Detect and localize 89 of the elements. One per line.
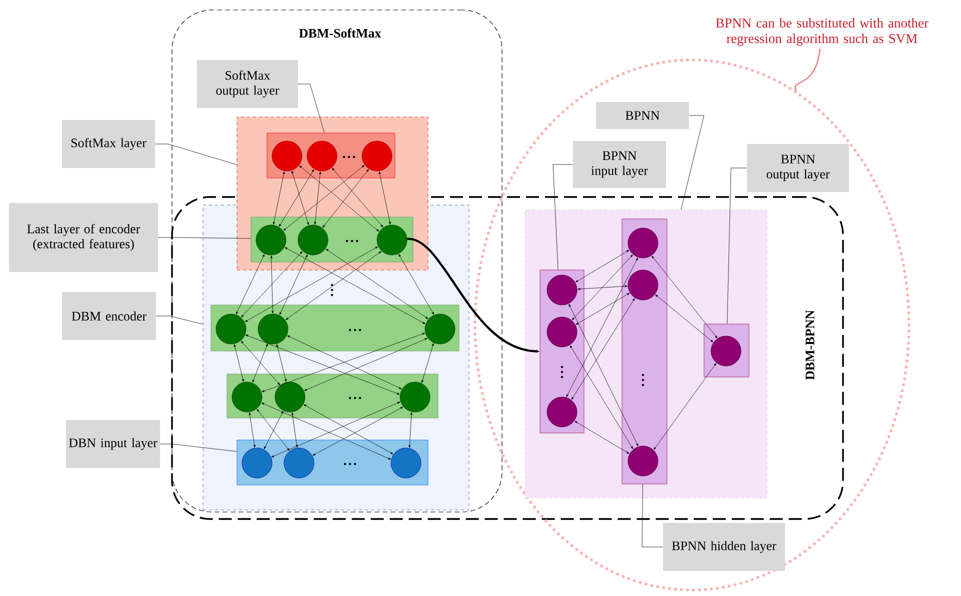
arrow — [244, 246, 378, 322]
arrow — [575, 250, 630, 282]
arrow — [284, 247, 426, 324]
neuron-circle — [258, 314, 288, 344]
arrow — [256, 409, 290, 451]
neuron-circle — [306, 140, 338, 172]
arrow — [408, 412, 412, 448]
arrow — [270, 256, 274, 314]
arrow — [287, 335, 402, 390]
leader-line — [552, 164, 573, 270]
arrow — [576, 292, 630, 325]
arrow — [378, 171, 391, 224]
arrow — [572, 254, 633, 320]
neuron-circle — [390, 448, 422, 478]
neuron-circle — [272, 140, 302, 172]
label-box: DBN input layer — [66, 420, 160, 468]
neuron-circle — [546, 274, 578, 306]
leader-line — [298, 84, 325, 133]
arrow — [421, 343, 434, 383]
arrow — [304, 338, 428, 391]
arrow — [292, 170, 309, 226]
neuron-circle — [424, 314, 456, 344]
label-box: DBM encoder — [62, 292, 156, 340]
label-box: BPNN input layer — [573, 141, 666, 188]
arrow — [286, 251, 382, 320]
leader-line — [642, 484, 663, 548]
arrow — [568, 304, 638, 446]
arrow — [326, 248, 428, 319]
arrow — [566, 258, 638, 398]
leader-line — [155, 144, 237, 165]
neuron-circle — [628, 270, 658, 300]
leader-line — [156, 316, 203, 324]
arrow — [655, 294, 714, 342]
arrow — [574, 421, 630, 454]
arrow — [578, 285, 628, 290]
arrow — [245, 334, 400, 395]
arrow — [276, 344, 287, 382]
neuron-circle — [274, 382, 306, 412]
neuron-circle — [710, 336, 742, 366]
arrow — [241, 251, 302, 318]
label-box: Last layer of encoder (extracted features) — [9, 203, 158, 272]
arrow — [261, 402, 391, 460]
neuron-circle — [284, 448, 314, 478]
leader-line — [160, 444, 237, 452]
neuron-circle — [242, 448, 272, 478]
dotted-ellipse — [474, 58, 910, 592]
arrow — [252, 344, 268, 382]
neuron-circle — [546, 396, 578, 428]
callout-text: BPNN can be substituted with another regression algorithm such as SVM — [716, 18, 928, 46]
neuron-circle — [216, 314, 246, 344]
neuron-circle — [298, 224, 328, 256]
neuron-circle — [362, 140, 392, 172]
arrow — [264, 410, 284, 450]
label-box: BPNN output layer — [747, 144, 849, 192]
arrow — [278, 169, 314, 227]
arrow — [271, 402, 400, 458]
arrow — [291, 412, 298, 448]
neuron-circle — [628, 446, 658, 476]
neuron-circle — [546, 316, 578, 348]
arrow — [570, 345, 634, 450]
arrow — [236, 254, 265, 314]
arrow — [272, 171, 285, 225]
neuron-circle — [232, 382, 262, 412]
arrow — [304, 404, 394, 454]
arrow — [332, 168, 384, 228]
arrow — [322, 169, 369, 228]
label-box: BPNN — [596, 102, 689, 129]
arrow — [279, 254, 308, 315]
arrow — [248, 412, 256, 448]
arrow — [314, 172, 322, 225]
arrow — [571, 298, 635, 400]
arrow — [312, 406, 404, 456]
leader-line — [726, 168, 747, 324]
neuron-circle — [628, 228, 658, 258]
arrow — [654, 363, 716, 450]
neuron-circle — [376, 224, 408, 256]
leader-line — [680, 115, 704, 210]
arrow — [240, 340, 280, 386]
neuron-circle — [256, 224, 286, 256]
leader-line — [158, 237, 251, 239]
label-box: SoftMax layer — [62, 120, 155, 168]
arrow — [262, 332, 425, 392]
arrow — [283, 165, 364, 231]
arrow — [299, 166, 379, 232]
arrow — [234, 344, 244, 382]
neuron-circle — [400, 382, 430, 412]
arrow — [398, 254, 434, 315]
arrow — [652, 256, 718, 338]
label-box: SoftMax output layer — [197, 60, 298, 108]
